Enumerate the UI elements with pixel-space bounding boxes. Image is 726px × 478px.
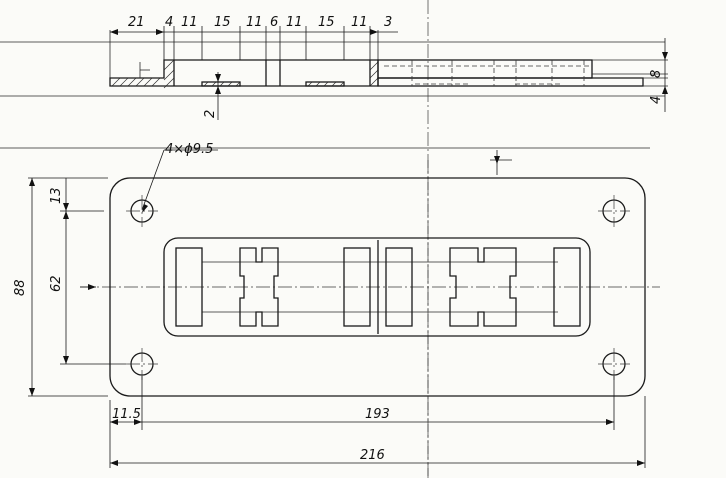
section-dim-6: 6 [270, 15, 278, 30]
section-dim-11-b: 11 [246, 15, 263, 30]
section-hatching [111, 59, 379, 89]
side-dim-4: 4 [649, 96, 664, 104]
side-dim-8: 8 [649, 70, 664, 78]
hole-callout: 4×ϕ9.5 [165, 142, 213, 157]
section-dim-15-a: 15 [214, 15, 231, 30]
dim-hole-offset-left: 11.5 [112, 407, 141, 422]
mounting-hole-top-left [126, 195, 158, 227]
plan-view: 4×ϕ9.5 88 62 13 11.5 193 216 [0, 142, 660, 478]
mounting-hole-bottom-right [598, 348, 630, 380]
dim-hole-offset-top: 13 [49, 187, 64, 204]
section-dim-4: 4 [165, 15, 173, 30]
section-dim-3: 3 [384, 15, 392, 30]
dim-overall-width: 216 [360, 448, 385, 463]
section-dim-11-d: 11 [351, 15, 368, 30]
section-dim-15-b: 15 [318, 15, 335, 30]
terminal-slots [175, 240, 581, 334]
section-dim-11-c: 11 [286, 15, 303, 30]
dim-hole-pitch-vertical: 62 [49, 275, 64, 292]
mounting-hole-bottom-left [126, 348, 158, 380]
side-elevation [377, 59, 668, 87]
section-dim-21: 21 [128, 15, 145, 30]
base-plate-outline [109, 177, 646, 397]
section-dim-11-a: 11 [181, 15, 198, 30]
center-pocket [163, 237, 591, 337]
mounting-hole-top-right [598, 195, 630, 227]
section-dim-2: 2 [203, 110, 218, 118]
section-profile [109, 59, 379, 87]
dim-ticks [163, 26, 371, 60]
dim-overall-height: 88 [13, 279, 28, 296]
dim-hole-pitch-horizontal: 193 [365, 407, 390, 422]
section-view: 21 4 11 15 11 6 11 15 11 3 [0, 0, 668, 478]
